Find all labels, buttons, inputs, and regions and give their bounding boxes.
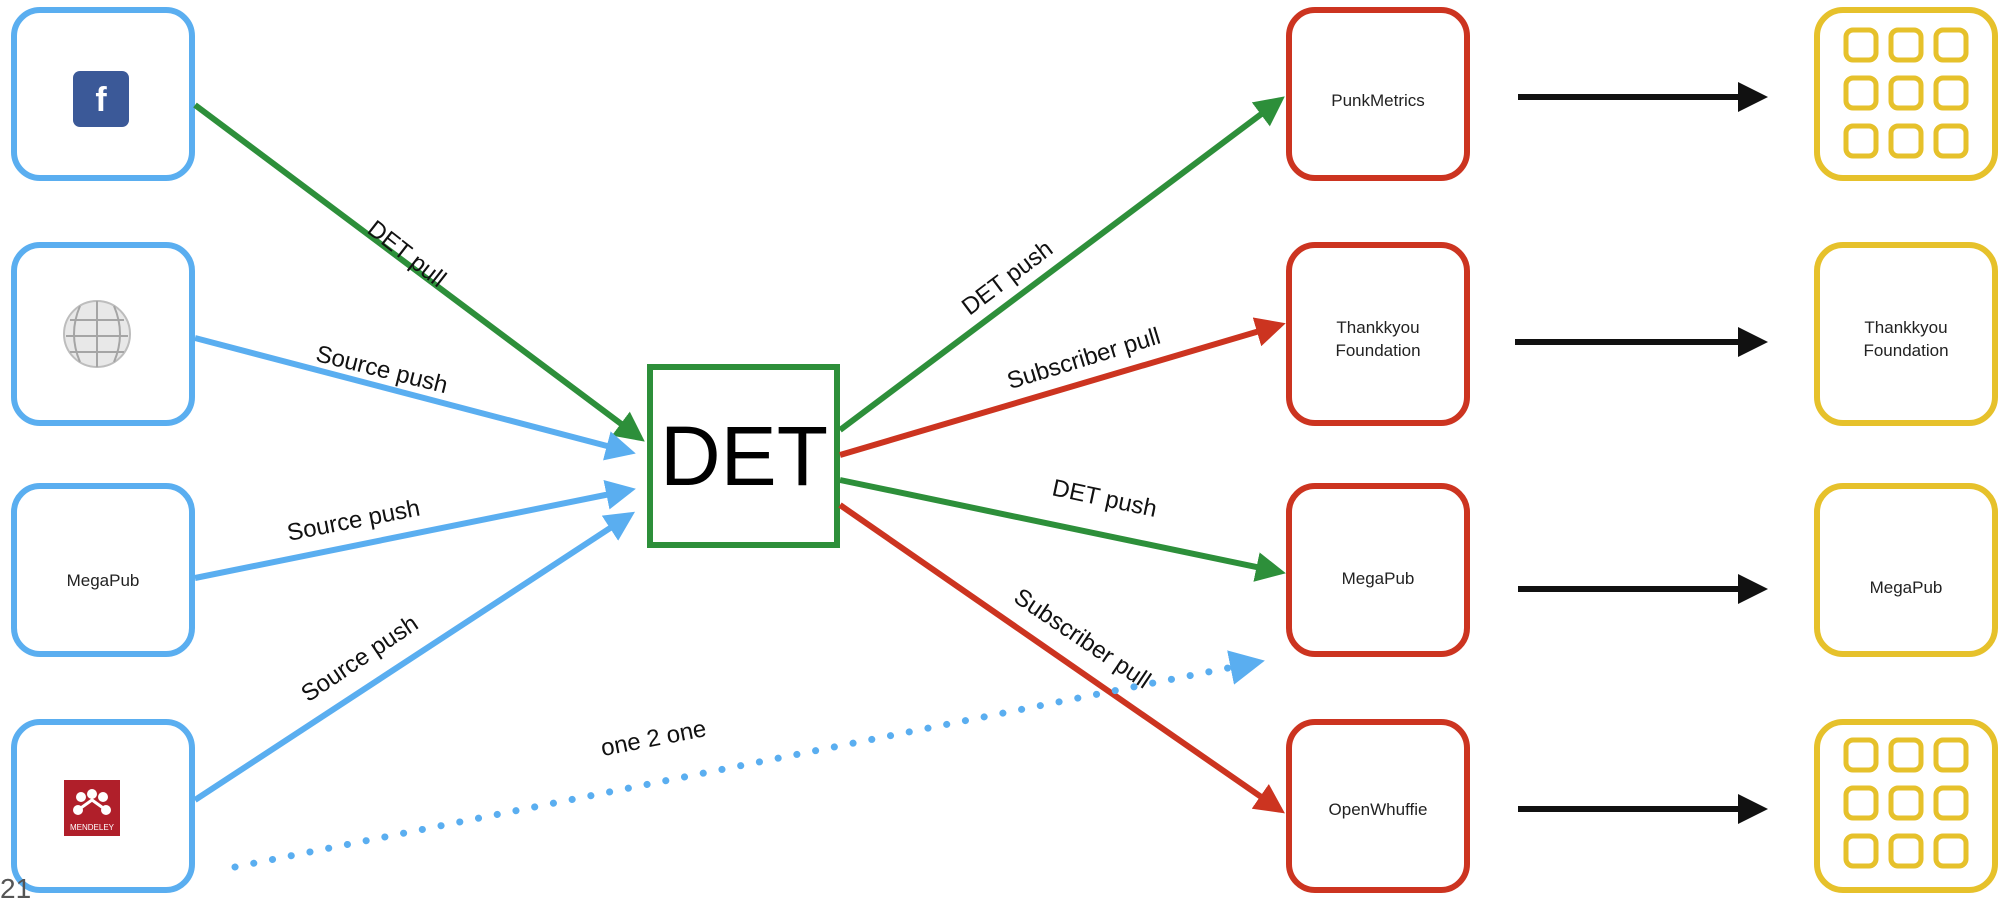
source-node-mendeley: MENDELEY — [11, 719, 195, 893]
edge-subscriber-pull-thankkyou — [839, 317, 1286, 458]
app-grid-icon — [1843, 27, 1969, 159]
mendeley-icon: MENDELEY — [64, 780, 120, 836]
app-node-megapub: MegaPub — [1814, 483, 1998, 657]
subscriber-thankkyou-label-1: Thankkyou — [1336, 318, 1419, 337]
facebook-icon: f — [73, 71, 129, 127]
subscriber-thankkyou-label-2: Foundation — [1335, 341, 1420, 360]
app-megapub-label: MegaPub — [1870, 578, 1943, 597]
page-number: 21 — [0, 873, 32, 904]
app-thankkyou-label-2: Foundation — [1863, 341, 1948, 360]
edge-label-det-push-2: DET push — [1050, 474, 1160, 523]
svg-text:f: f — [95, 81, 107, 119]
edge-subscriber-pull-openwhuffie — [838, 502, 1285, 814]
edge-source-push-megapub — [194, 480, 636, 581]
app-node-grid-top — [1814, 7, 1998, 181]
app-grid-icon — [1843, 737, 1969, 869]
subscriber-openwhuffie-label: OpenWhuffie — [1329, 800, 1428, 819]
source-megapub-label: MegaPub — [67, 571, 140, 590]
det-node: DET — [647, 364, 840, 548]
subscriber-punkmetrics-label: PunkMetrics — [1331, 91, 1425, 110]
app-thankkyou-label-1: Thankkyou — [1864, 318, 1947, 337]
edge-label-one2one: one 2 one — [599, 715, 709, 762]
svg-text:MENDELEY: MENDELEY — [70, 823, 115, 832]
source-node-facebook: f — [11, 7, 195, 181]
source-node-megapub: MegaPub — [11, 483, 195, 657]
app-node-grid-bottom — [1814, 719, 1998, 893]
subscriber-megapub-label: MegaPub — [1342, 569, 1415, 588]
subscriber-node-megapub: MegaPub — [1286, 483, 1470, 657]
app-node-thankkyou: Thankkyou Foundation — [1814, 242, 1998, 426]
det-label: DET — [660, 409, 828, 503]
subscriber-node-openwhuffie: OpenWhuffie — [1286, 719, 1470, 893]
wikipedia-icon — [63, 300, 131, 368]
edge-det-push-megapub — [839, 477, 1286, 582]
edge-source-push-wikipedia — [194, 335, 636, 461]
edge-label-source-push-1: Source push — [313, 340, 450, 399]
edge-det-push-punkmetrics — [838, 96, 1285, 433]
source-node-wikipedia — [11, 242, 195, 426]
subscriber-node-thankkyou: Thankkyou Foundation — [1286, 242, 1470, 426]
edge-one2one — [231, 650, 1265, 871]
edge-det-pull — [193, 102, 645, 442]
edge-label-det-pull: DET pull — [362, 215, 451, 293]
subscriber-node-punkmetrics: PunkMetrics — [1286, 7, 1470, 181]
edge-source-push-mendeley — [193, 511, 636, 803]
